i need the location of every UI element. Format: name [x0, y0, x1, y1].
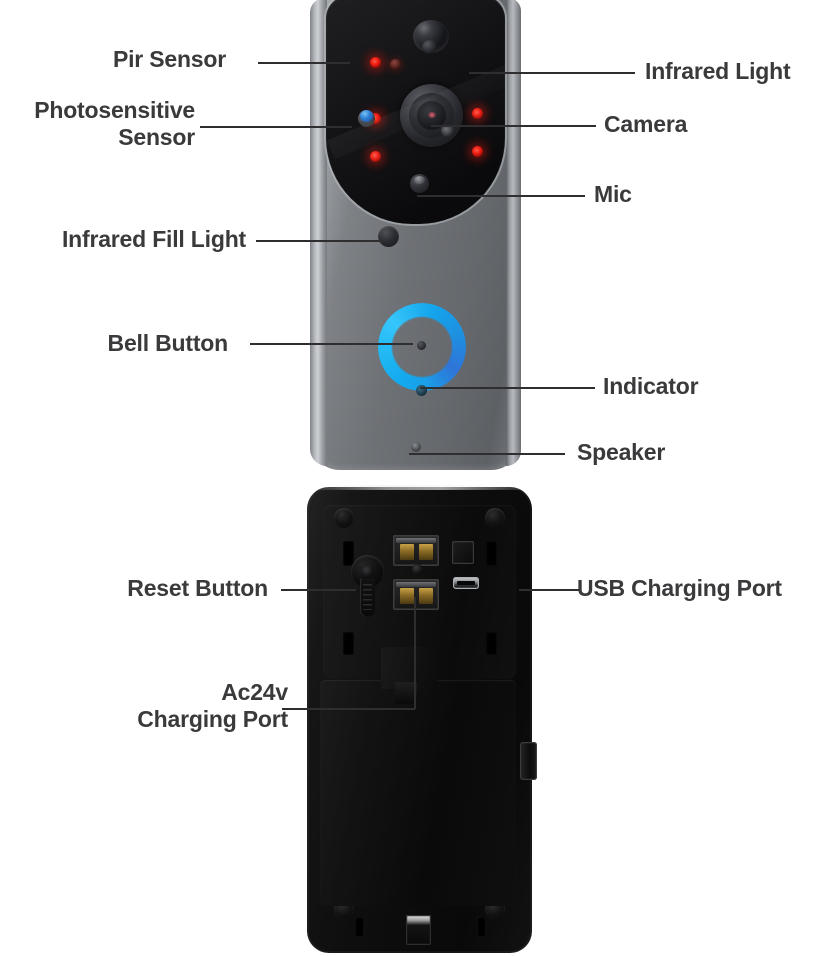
label-reset-button: Reset Button	[127, 575, 268, 601]
bottom-slot-right	[477, 917, 486, 937]
battery-cover	[320, 680, 516, 906]
mount-screw-top-left-icon	[334, 508, 354, 528]
label-pir-sensor: Pir Sensor	[112, 46, 226, 72]
mount-screw-top-right-icon	[485, 508, 505, 528]
mount-slot-bottom-right	[486, 632, 497, 655]
label-infrared-fill-light: Infrared Fill Light	[61, 226, 246, 252]
infrared-led-bottom-left-icon	[370, 151, 381, 162]
label-photosensitive-sensor: Photosensitive Sensor	[34, 97, 195, 151]
reset-button-slot	[360, 579, 375, 617]
mount-slot-top-right	[486, 541, 497, 566]
bell-button-center[interactable]	[417, 341, 426, 350]
label-usb-charging-port: USB Charging Port	[577, 575, 782, 601]
ac24v-terminal-screw	[412, 564, 423, 575]
rear-top-edge	[313, 485, 526, 490]
bottom-release-tab[interactable]	[406, 915, 431, 945]
doorbell-rear-view	[307, 485, 537, 953]
leader-reset-button	[281, 589, 356, 591]
front-faceplate	[326, 0, 505, 224]
camera-lens-inner	[409, 93, 454, 138]
ac24v-contact-upper-right	[419, 544, 433, 560]
speaker-icon	[411, 442, 421, 452]
infrared-fill-light-icon	[378, 226, 399, 247]
mount-slot-top-left	[343, 541, 354, 566]
label-mic: Mic	[594, 181, 632, 207]
ac24v-contact-lower-right	[419, 588, 433, 604]
infrared-led-bottom-right-icon	[472, 146, 483, 157]
battery-cover-nub	[395, 682, 417, 704]
label-ac24v-charging-port: Ac24v Charging Port	[137, 679, 288, 733]
side-latch-icon	[520, 742, 537, 780]
front-left-rail	[310, 0, 327, 466]
ac24v-terminal-upper-icon	[393, 535, 439, 566]
ac24v-terminal-lower-bar	[396, 582, 436, 587]
doorbell-front-view	[310, 0, 521, 470]
front-right-rail	[506, 0, 521, 466]
camera-lens-icon	[400, 84, 463, 147]
indicator-icon	[416, 385, 427, 396]
leader-camera	[431, 125, 596, 127]
leader-photosensitive-sensor	[200, 126, 352, 128]
leader-ac24v-vertical	[414, 597, 416, 709]
leader-ac24v-horizontal	[282, 708, 415, 710]
mount-slot-bottom-left	[343, 632, 354, 655]
ac24v-terminal-upper-bar	[396, 538, 436, 543]
leader-pir-sensor	[258, 62, 350, 64]
label-indicator: Indicator	[603, 373, 699, 399]
ac24v-contact-upper-left	[400, 544, 414, 560]
label-infrared-light: Infrared Light	[645, 58, 791, 84]
infrared-led-mid-right-icon	[472, 108, 483, 119]
ac24v-terminal-lower-icon	[393, 579, 439, 610]
infrared-led-top-left-icon	[370, 57, 381, 68]
rear-connector-block	[452, 541, 474, 564]
leader-infrared-fill-light	[256, 240, 384, 242]
reset-button-icon[interactable]	[351, 555, 384, 617]
usb-charging-port-icon	[453, 577, 479, 589]
camera-lens-flare	[428, 112, 436, 118]
leader-mic	[417, 195, 585, 197]
label-bell-button: Bell Button	[107, 330, 229, 356]
leader-indicator	[420, 387, 595, 389]
pir-sensor-icon	[413, 20, 449, 54]
leader-bell-button	[250, 343, 413, 345]
bottom-slot-left	[355, 917, 364, 937]
infrared-light-icon	[390, 59, 401, 70]
leader-usb-charging-port	[519, 589, 579, 591]
ac24v-contact-lower-left	[400, 588, 414, 604]
mic-icon	[410, 174, 429, 193]
label-camera: Camera	[604, 111, 688, 137]
label-speaker: Speaker	[577, 439, 666, 465]
photosensitive-sensor-icon	[358, 110, 375, 127]
camera-lens-highlight	[441, 125, 454, 137]
leader-speaker	[409, 453, 565, 455]
leader-infrared-light	[469, 72, 635, 74]
